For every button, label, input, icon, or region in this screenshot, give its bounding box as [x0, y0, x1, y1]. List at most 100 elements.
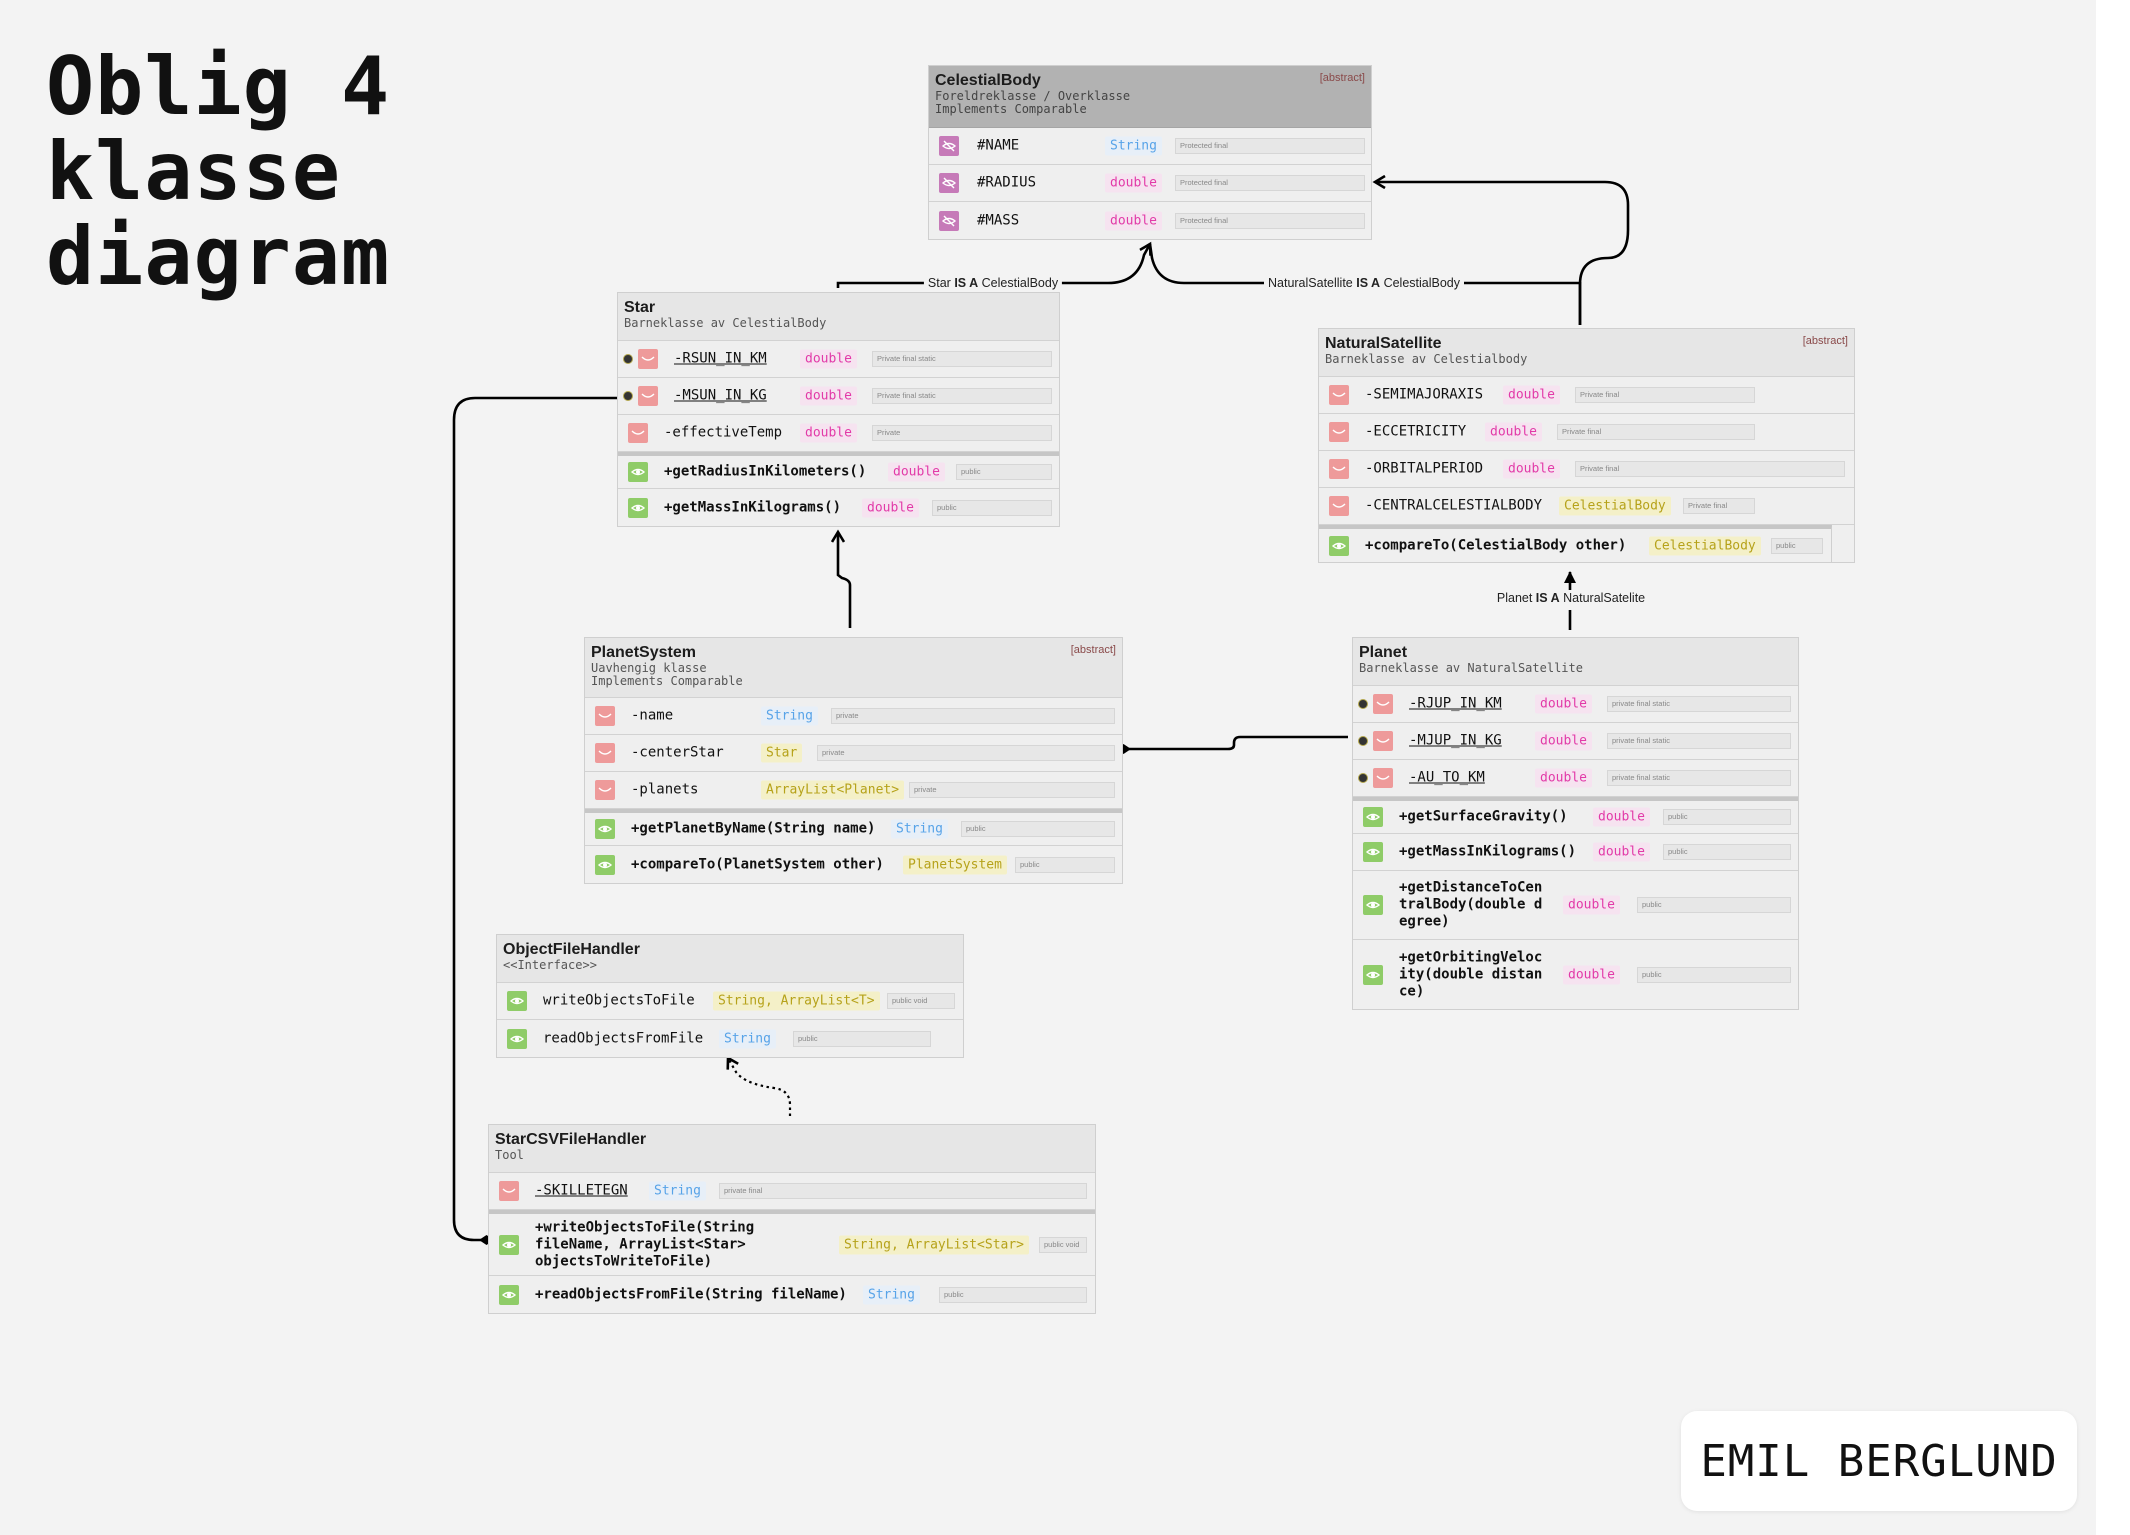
attribute-row[interactable]: -AU_TO_KM double private final static: [1353, 760, 1798, 797]
member-name: -planets: [631, 781, 699, 798]
class-naturalsatellite[interactable]: NaturalSatellite [abstract] Barneklasse …: [1318, 328, 1855, 563]
eye-closed-icon: [595, 780, 615, 800]
type-badge: CelestialBody: [1649, 536, 1761, 555]
edge-label-natsat-isa: NaturalSatellite IS A CelestialBody: [1263, 276, 1465, 290]
class-star[interactable]: Star Barneklasse av CelestialBody -RSUN_…: [617, 292, 1060, 527]
eye-icon: [628, 497, 648, 518]
member-name: +getMassInKilograms(): [1399, 843, 1577, 860]
abstract-tag: [abstract]: [1802, 335, 1848, 347]
class-starcsvfilehandler[interactable]: StarCSVFileHandler Tool -SKILLETEGN Stri…: [488, 1124, 1096, 1314]
method-row[interactable]: +writeObjectsToFile(String fileName, Arr…: [489, 1210, 1095, 1276]
member-name: -MJUP_IN_KG: [1409, 732, 1502, 749]
member-name: +compareTo(PlanetSystem other): [631, 856, 884, 872]
type-badge: double: [1105, 211, 1162, 230]
method-row[interactable]: +readObjectsFromFile(String fileName) St…: [489, 1276, 1095, 1313]
method-row[interactable]: +getMassInKilograms() double public: [618, 489, 1059, 526]
eye-closed-icon: [1373, 731, 1393, 751]
eye-closed-icon: [1329, 496, 1349, 516]
attribute-row[interactable]: #RADIUS double Protected final: [929, 165, 1371, 202]
modifier-label: private final static: [1607, 696, 1791, 712]
modifier-label: public: [1771, 537, 1823, 554]
static-marker-icon: [1358, 773, 1368, 783]
attribute-row[interactable]: #MASS double Protected final: [929, 202, 1371, 239]
member-name: readObjectsFromFile: [543, 1030, 704, 1046]
attribute-row[interactable]: -ECCETRICITY double Private final: [1319, 414, 1854, 451]
method-row[interactable]: +getDistanceToCentralBody(double degree)…: [1353, 871, 1798, 940]
member-name: +readObjectsFromFile(String fileName): [535, 1286, 847, 1302]
type-badge: double: [800, 386, 857, 406]
class-header: Star Barneklasse av CelestialBody: [618, 293, 1059, 341]
attribute-row[interactable]: -RJUP_IN_KM double private final static: [1353, 686, 1798, 723]
class-name: NaturalSatellite: [1325, 335, 1442, 352]
type-badge: double: [1563, 895, 1620, 915]
method-row[interactable]: +compareTo(PlanetSystem other) PlanetSys…: [585, 846, 1122, 883]
attribute-row[interactable]: -planets ArrayList<Planet> private: [585, 772, 1122, 809]
eye-closed-icon: [1373, 694, 1393, 714]
modifier-label: public: [956, 464, 1052, 480]
member-name: -SKILLETEGN: [535, 1182, 628, 1199]
method-row[interactable]: readObjectsFromFile String public: [497, 1020, 963, 1057]
attribute-row[interactable]: -effectiveTemp double Private: [618, 415, 1059, 452]
method-row[interactable]: +compareTo(CelestialBody other) Celestia…: [1319, 525, 1832, 562]
attribute-row[interactable]: -MJUP_IN_KG double private final static: [1353, 723, 1798, 760]
class-name: StarCSVFileHandler: [495, 1131, 647, 1148]
modifier-label: Private final static: [872, 351, 1052, 367]
edge-label-star-isa: Star IS A CelestialBody: [923, 276, 1063, 290]
class-planetsystem[interactable]: PlanetSystem [abstract] Uavhengig klasse…: [584, 637, 1123, 884]
type-badge: String: [1105, 136, 1162, 156]
attribute-row[interactable]: -SKILLETEGN String private final: [489, 1173, 1095, 1210]
abstract-tag: [abstract]: [1070, 644, 1116, 656]
method-row[interactable]: +getMassInKilograms() double public: [1353, 834, 1798, 871]
class-description: Implements Comparable: [591, 674, 743, 688]
eye-icon: [1363, 807, 1383, 827]
class-celestialbody[interactable]: CelestialBody [abstract] Foreldreklasse …: [928, 65, 1372, 240]
eye-closed-icon: [595, 743, 615, 763]
eye-closed-icon: [1373, 768, 1393, 788]
method-row[interactable]: writeObjectsToFile String, ArrayList<T> …: [497, 983, 963, 1020]
member-name: +writeObjectsToFile(String fileName, Arr…: [535, 1219, 755, 1269]
method-row[interactable]: +getOrbitingVelocity(double distance) do…: [1353, 940, 1798, 1009]
eye-icon: [595, 854, 615, 875]
type-badge: Star: [761, 743, 803, 763]
class-objectfilehandler[interactable]: ObjectFileHandler <<Interface>> writeObj…: [496, 934, 964, 1058]
member-name: +getMassInKilograms(): [664, 499, 842, 515]
eye-closed-icon: [1329, 459, 1349, 479]
eye-icon: [507, 991, 527, 1011]
eye-icon: [1363, 964, 1383, 985]
type-badge: double: [1535, 731, 1592, 751]
attribute-row[interactable]: -CENTRALCELESTIALBODY CelestialBody Priv…: [1319, 488, 1854, 525]
title-line: klasse: [46, 125, 341, 218]
attribute-row[interactable]: -centerStar Star private: [585, 735, 1122, 772]
type-badge: PlanetSystem: [903, 855, 1007, 874]
method-row[interactable]: +getSurfaceGravity() double public: [1353, 797, 1798, 834]
member-name: +compareTo(CelestialBody other): [1365, 537, 1627, 553]
member-name: writeObjectsToFile: [543, 992, 695, 1009]
attribute-row[interactable]: -ORBITALPERIOD double Private final: [1319, 451, 1854, 488]
class-planet[interactable]: Planet Barneklasse av NaturalSatellite -…: [1352, 637, 1799, 1010]
modifier-label: Private final: [1557, 424, 1755, 440]
class-name: CelestialBody: [935, 72, 1041, 89]
attribute-row[interactable]: -MSUN_IN_KG double Private final static: [618, 378, 1059, 415]
attribute-row[interactable]: -RSUN_IN_KM double Private final static: [618, 341, 1059, 378]
member-name: -ECCETRICITY: [1365, 423, 1467, 440]
attribute-row[interactable]: #NAME String Protected final: [929, 128, 1371, 165]
eye-off-icon: [939, 173, 959, 193]
type-badge: double: [1503, 385, 1560, 405]
eye-off-icon: [939, 136, 959, 156]
type-badge: String: [649, 1181, 706, 1201]
class-header: PlanetSystem [abstract] Uavhengig klasse…: [585, 638, 1122, 698]
modifier-label: public: [1663, 844, 1791, 860]
modifier-label: public: [1015, 856, 1115, 873]
attribute-row[interactable]: -name String private: [585, 698, 1122, 735]
natsat-to-celestial-side-connector: [1375, 182, 1630, 325]
modifier-label: Protected final: [1175, 175, 1365, 191]
star-to-csvhandler-connector: [452, 396, 620, 1245]
modifier-label: private final static: [1607, 733, 1791, 749]
method-row[interactable]: +getPlanetByName(String name) String pub…: [585, 809, 1122, 846]
method-row[interactable]: +getRadiusInKilometers() double public: [618, 452, 1059, 489]
attribute-row[interactable]: -SEMIMAJORAXIS double Private final: [1319, 377, 1854, 414]
natsat-to-celestial-bottom-connector: [1148, 243, 1582, 325]
class-description: Barneklasse av NaturalSatellite: [1359, 661, 1583, 675]
class-description: Implements Comparable: [935, 102, 1087, 116]
